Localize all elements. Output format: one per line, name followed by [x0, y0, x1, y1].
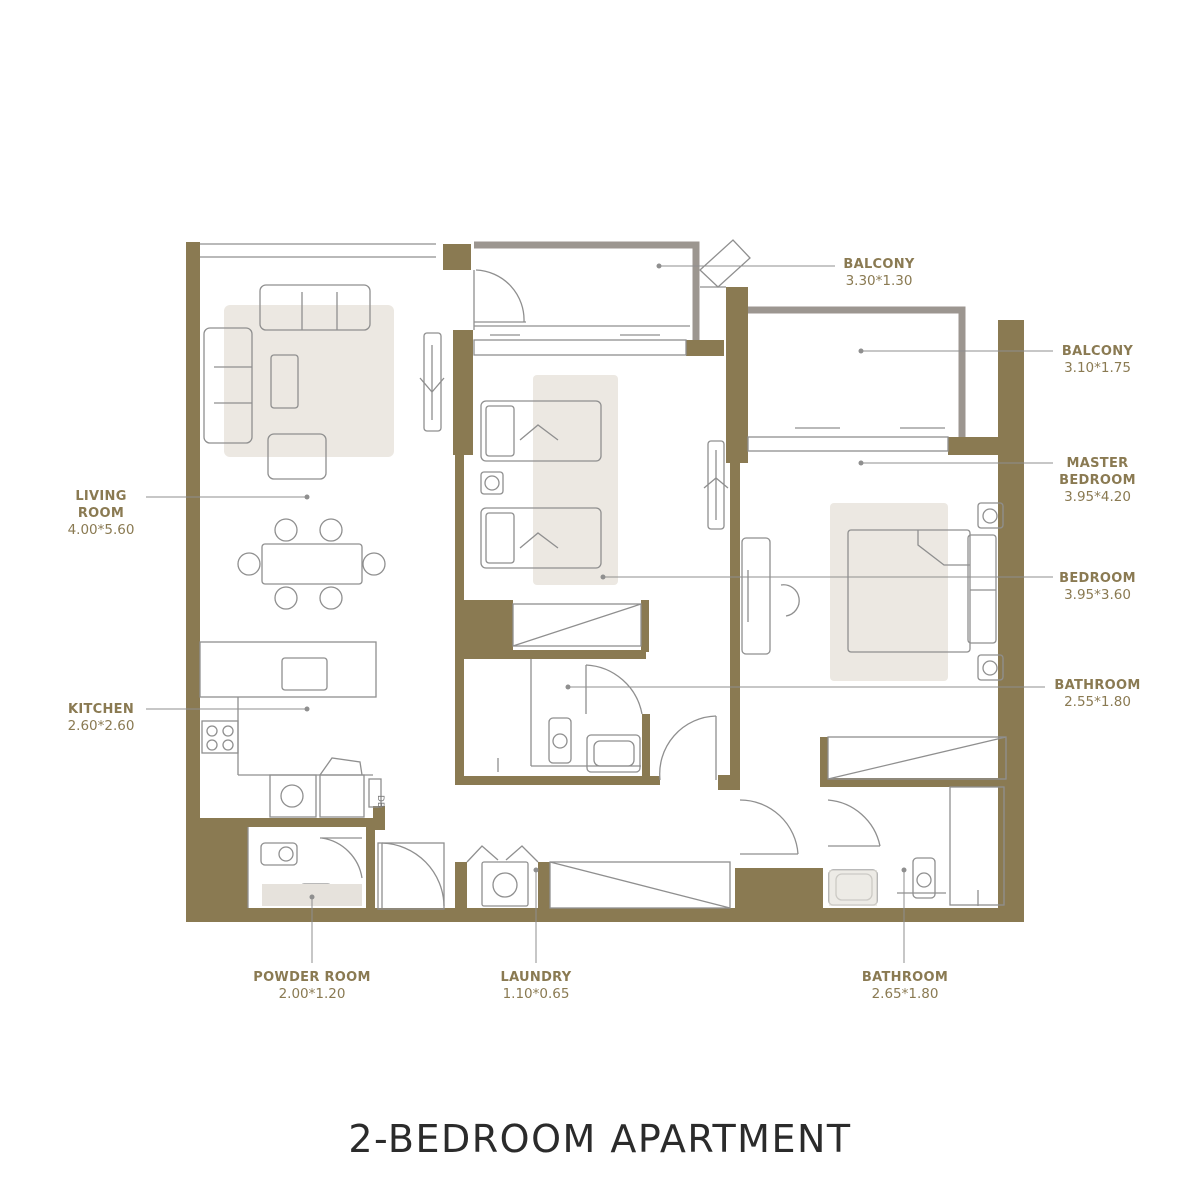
- wall-closet-right: [641, 600, 649, 652]
- wall-laundry-right: [538, 862, 550, 922]
- wall-bath2-left: [735, 868, 823, 922]
- room-name: KITCHEN: [67, 702, 135, 717]
- label-bedroom: BEDROOM 3.95*3.60: [1040, 570, 1155, 604]
- room-size: 3.30*1.30: [845, 273, 913, 289]
- room-size: 1.10*0.65: [502, 986, 570, 1002]
- living-rug: [224, 305, 394, 457]
- label-master-bedroom: MASTER BEDROOM 3.95*4.20: [1040, 455, 1155, 506]
- room-size: 3.10*1.75: [1064, 360, 1131, 376]
- leader-lines: [146, 265, 1053, 963]
- wall-corner-b: [453, 330, 473, 455]
- label-kitchen: KITCHEN 2.60*2.60: [50, 701, 152, 735]
- plan-title: 2-BEDROOM APARTMENT: [348, 1117, 852, 1161]
- wall-bedroom-closet: [455, 600, 513, 652]
- balcony-1-edge: [474, 241, 700, 342]
- room-name: BEDROOM: [1059, 571, 1136, 586]
- wall-powder-right: [366, 818, 375, 918]
- bath2-vanity: [829, 870, 877, 906]
- wall-bath1-right: [642, 714, 650, 784]
- db-panel-label: DB: [375, 795, 385, 808]
- room-name: MASTER BEDROOM: [1059, 456, 1136, 488]
- room-name: LAUNDRY: [500, 970, 572, 985]
- wall-master-closet-l: [820, 737, 828, 787]
- room-size: 2.00*1.20: [278, 986, 346, 1002]
- label-living-room: LIVING ROOM 4.00*5.60: [50, 488, 152, 539]
- wall-mid-pillar: [726, 287, 748, 463]
- wall-mid-vertical: [730, 460, 740, 790]
- wall-b-col: [686, 340, 724, 356]
- room-name: BATHROOM: [1054, 678, 1141, 693]
- balcony-edges: [474, 241, 966, 437]
- wall-top-left: [186, 242, 200, 260]
- label-balcony-2: BALCONY 3.10*1.75: [1040, 343, 1155, 377]
- room-name: POWDER ROOM: [253, 970, 371, 985]
- label-laundry: LAUNDRY 1.10*0.65: [476, 969, 596, 1003]
- room-size: 3.95*3.60: [1064, 587, 1131, 603]
- rugs: [224, 305, 948, 681]
- label-bathroom-1: BATHROOM 2.55*1.80: [1040, 677, 1155, 711]
- wall-bath1-top: [460, 650, 646, 659]
- wall-laundry-left: [455, 862, 467, 922]
- floor-plan-drawing: DB: [146, 239, 1053, 963]
- room-size: 2.55*1.80: [1064, 694, 1131, 710]
- wall-bedroom-left: [455, 455, 464, 605]
- wall-kitchen-stub: [373, 806, 385, 830]
- label-powder-room: POWDER ROOM 2.00*1.20: [240, 969, 384, 1003]
- leader-dots: [304, 263, 907, 900]
- linework: [199, 239, 1007, 910]
- walls: [186, 242, 1024, 922]
- wall-master-top: [948, 437, 1000, 455]
- room-name: BATHROOM: [861, 970, 949, 985]
- room-size: 2.60*2.60: [67, 718, 135, 734]
- master-rug: [830, 503, 948, 681]
- wall-bath2-top: [820, 778, 1006, 787]
- room-size: 3.95*4.20: [1064, 489, 1131, 505]
- room-name: LIVING ROOM: [75, 489, 127, 521]
- wall-left: [186, 242, 200, 922]
- room-size: 2.65*1.80: [871, 986, 939, 1002]
- label-bathroom-2: BATHROOM 2.65*1.80: [845, 969, 965, 1003]
- wall-mid-stub: [718, 775, 738, 790]
- wall-corner-a: [443, 244, 471, 270]
- wall-powder-top: [205, 818, 383, 827]
- wall-bath1-bottom: [455, 776, 660, 785]
- wall-right: [998, 320, 1024, 922]
- label-balcony-1: BALCONY 3.30*1.30: [820, 256, 938, 290]
- room-name: BALCONY: [1061, 344, 1134, 359]
- wall-bath1-left: [455, 650, 464, 785]
- balcony-2-edge: [748, 306, 966, 437]
- bedroom-rug: [533, 375, 618, 585]
- wall-powder-block: [186, 818, 248, 922]
- room-size: 4.00*5.60: [67, 522, 135, 538]
- room-name: BALCONY: [843, 257, 915, 272]
